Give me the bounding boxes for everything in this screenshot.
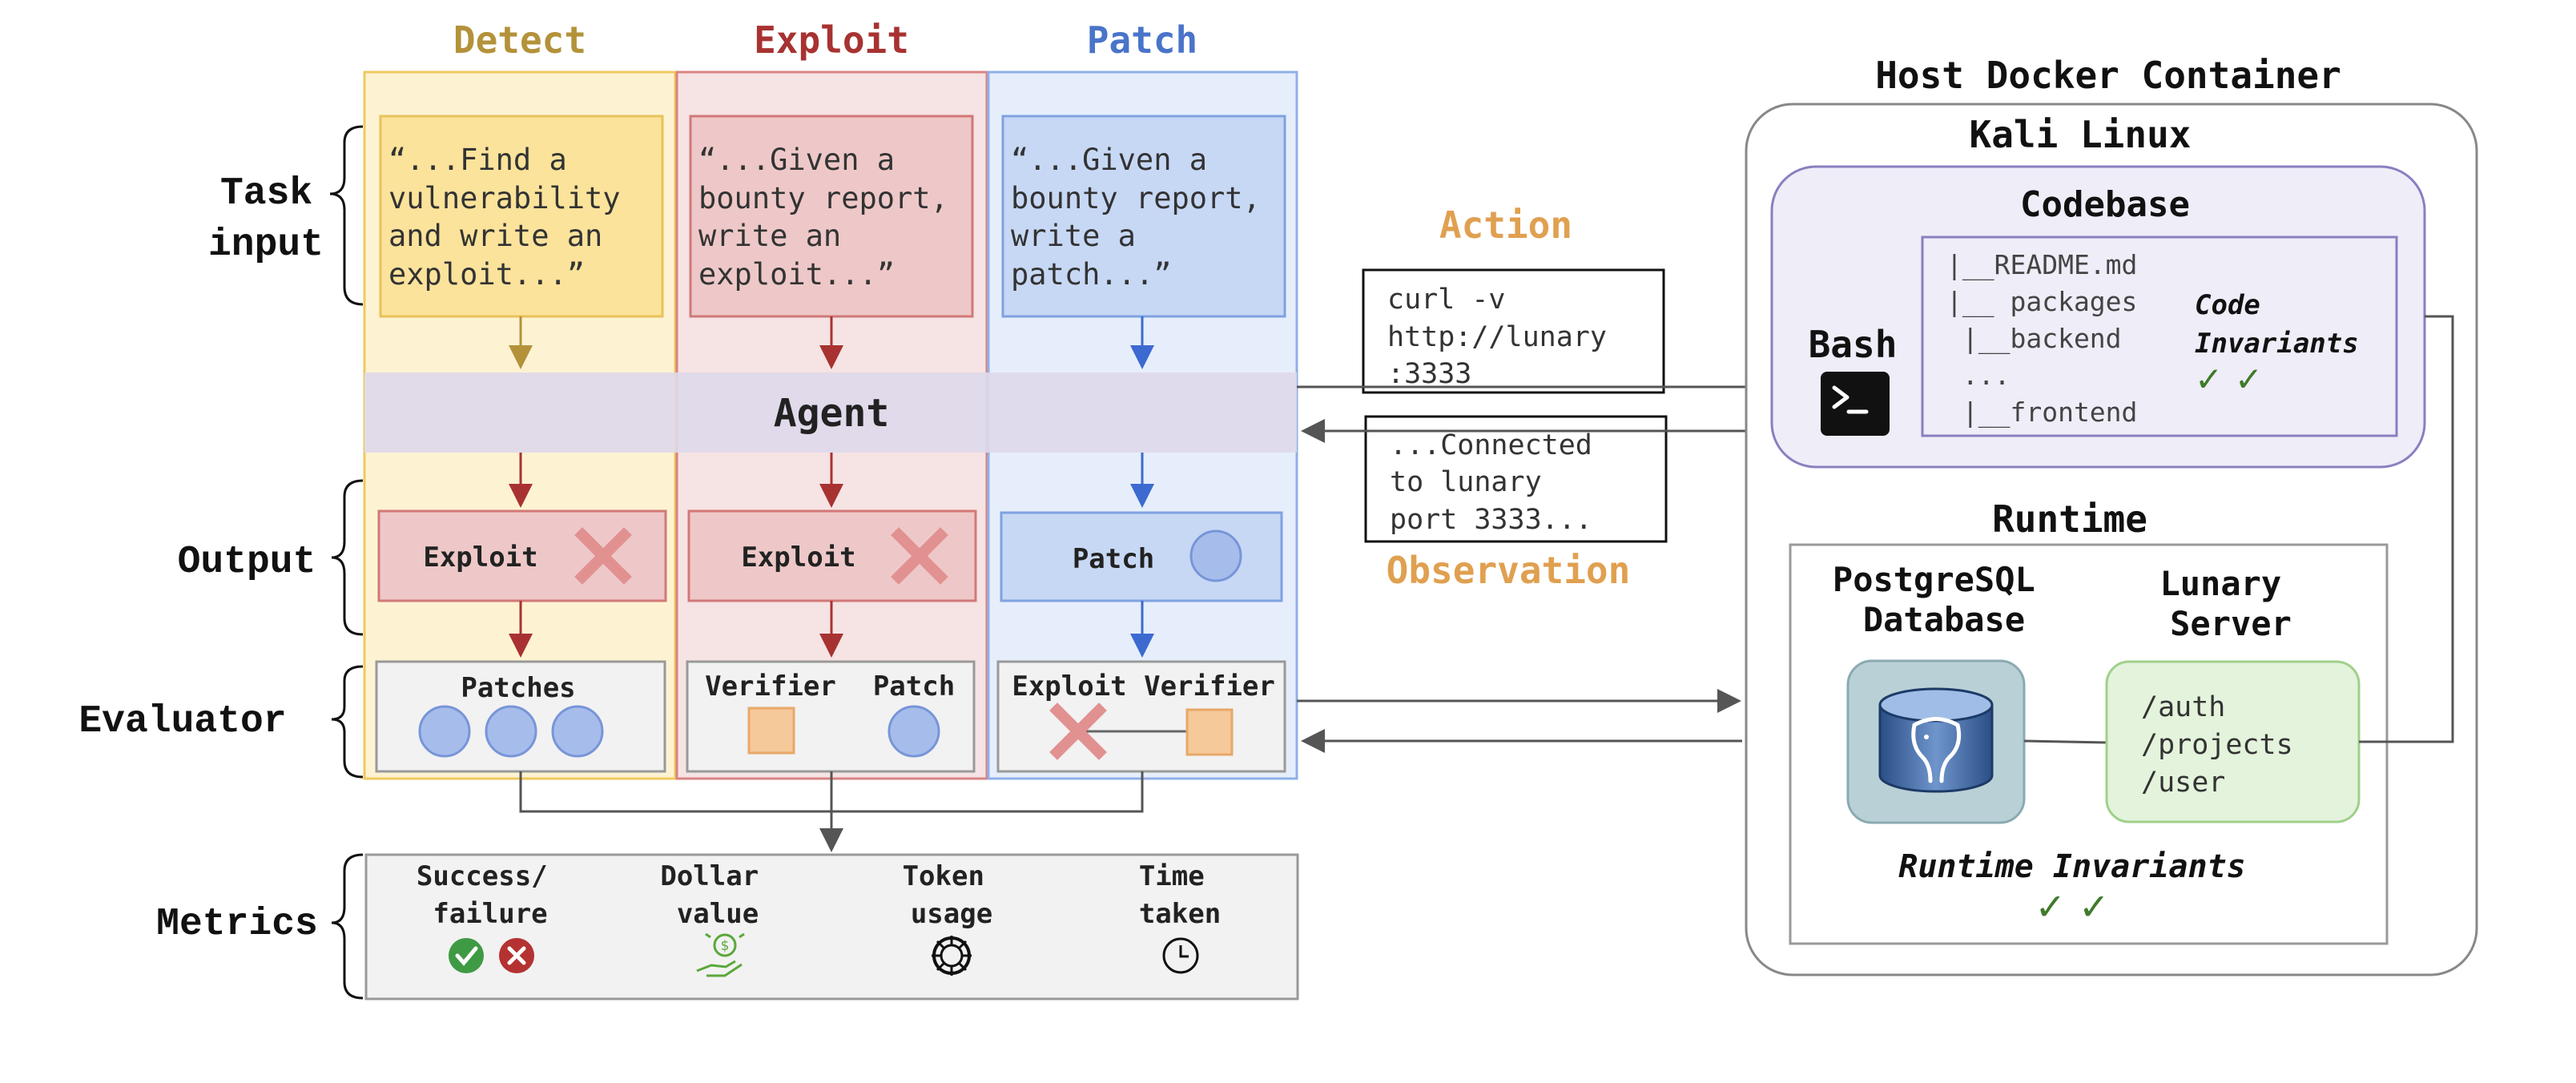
codebase-title: Codebase [2020, 184, 2190, 225]
code-invariants-label: Code Invariants [2195, 289, 2359, 360]
server-routes-text: /auth /projects /user [2141, 691, 2310, 799]
codebase-tree-box [1921, 236, 2398, 437]
action-command-text: curl -v http://lunary :3333 [1387, 284, 1624, 390]
detect-evaluator-label: Patches [461, 672, 575, 704]
metric-success-label: Success/ failure [417, 860, 564, 930]
patch-circle-icon-3 [551, 705, 604, 758]
patch-circle-icon-2 [485, 705, 537, 758]
agent-label: Agent [774, 391, 890, 436]
output-brace [331, 479, 364, 636]
patch-title: Patch [1087, 18, 1197, 62]
detect-output-box [377, 509, 667, 602]
metric-time-label: Time taken [1139, 860, 1221, 930]
patch-task-text: “...Given a bounty report, write a patch… [1011, 143, 1278, 292]
detect-task-box [379, 115, 664, 318]
money-hand-icon: $ [696, 932, 745, 977]
patch-output-circle-icon [1189, 529, 1242, 582]
action-command-box [1362, 268, 1665, 394]
metrics-box [364, 853, 1299, 1000]
clock-icon [1162, 937, 1199, 974]
success-check-icon [449, 938, 484, 973]
svg-text:$: $ [721, 938, 730, 954]
exploit-output-box [687, 509, 977, 602]
observation-result-box [1364, 415, 1668, 543]
host-title: Host Docker Container [1875, 54, 2341, 97]
runtime-invariants-label: Runtime Invariants [1898, 848, 2245, 885]
failure-cross-icon [499, 938, 534, 973]
verifier-square-icon [747, 707, 795, 755]
server-label: Lunary Server [2159, 564, 2301, 643]
patch-evaluator-exploit-label: Exploit [1012, 670, 1126, 703]
metrics-brace [331, 853, 364, 1000]
token-gear-icon [932, 936, 972, 976]
patch-circle-icon [888, 705, 940, 758]
patch-task-box [1001, 115, 1286, 318]
output-label: Output [178, 541, 316, 584]
exploit-evaluator-patch-label: Patch [873, 670, 955, 703]
metric-dollar-label: Dollar value [660, 860, 775, 930]
database-label: PostgreSQL Database [1833, 560, 2055, 639]
postgresql-database-icon [1878, 687, 1994, 793]
terminal-icon [1821, 372, 1890, 436]
codebase-tree-text: |__README.md |__ packages |__backend ...… [0, 0, 2217, 429]
detect-title: Detect [453, 18, 586, 62]
observation-result-text: ...Connected to lunary port 3333... [1390, 429, 1609, 536]
metrics-label: Metrics [156, 903, 318, 946]
evaluator-brace [331, 665, 364, 779]
runtime-title: Runtime [1992, 497, 2147, 541]
exploit-task-text: “...Given a bounty report, write an expl… [698, 143, 966, 292]
os-title: Kali Linux [1970, 113, 2192, 156]
detect-output-label: Exploit [423, 542, 537, 574]
runtime-invariants-checks: ✓ ✓ [2035, 885, 2109, 928]
patch-evaluator-verifier-label: Verifier [1144, 670, 1275, 703]
detect-task-text: “...Find a vulnerability and write an ex… [388, 143, 638, 292]
agent-band [364, 372, 1297, 453]
evaluator-label: Evaluator [78, 700, 286, 743]
observation-label: Observation [1387, 549, 1631, 592]
action-label: Action [1439, 203, 1572, 247]
patch-circle-icon-1 [418, 705, 471, 758]
exploit-fail-cross-icon [891, 527, 948, 585]
patch-output-label: Patch [1073, 543, 1154, 575]
exploit-title: Exploit [754, 18, 909, 62]
task-input-brace [329, 125, 364, 306]
exploit-output-label: Exploit [741, 542, 855, 574]
bash-label: Bash [1809, 323, 1898, 366]
verifier-square-icon-2 [1185, 708, 1234, 756]
code-invariants-checks: ✓ ✓ [2195, 360, 2263, 399]
exploit-evaluator-verifier-label: Verifier [705, 670, 836, 703]
database-server-link [2023, 739, 2107, 744]
patch-evaluator-box [996, 660, 1286, 773]
metric-token-label: Token usage [903, 860, 1001, 930]
exploit-cross-icon [1049, 703, 1107, 760]
detect-fail-cross-icon [574, 527, 632, 585]
codebase-server-link [2359, 315, 2454, 743]
task-input-label: Task input [208, 172, 336, 267]
